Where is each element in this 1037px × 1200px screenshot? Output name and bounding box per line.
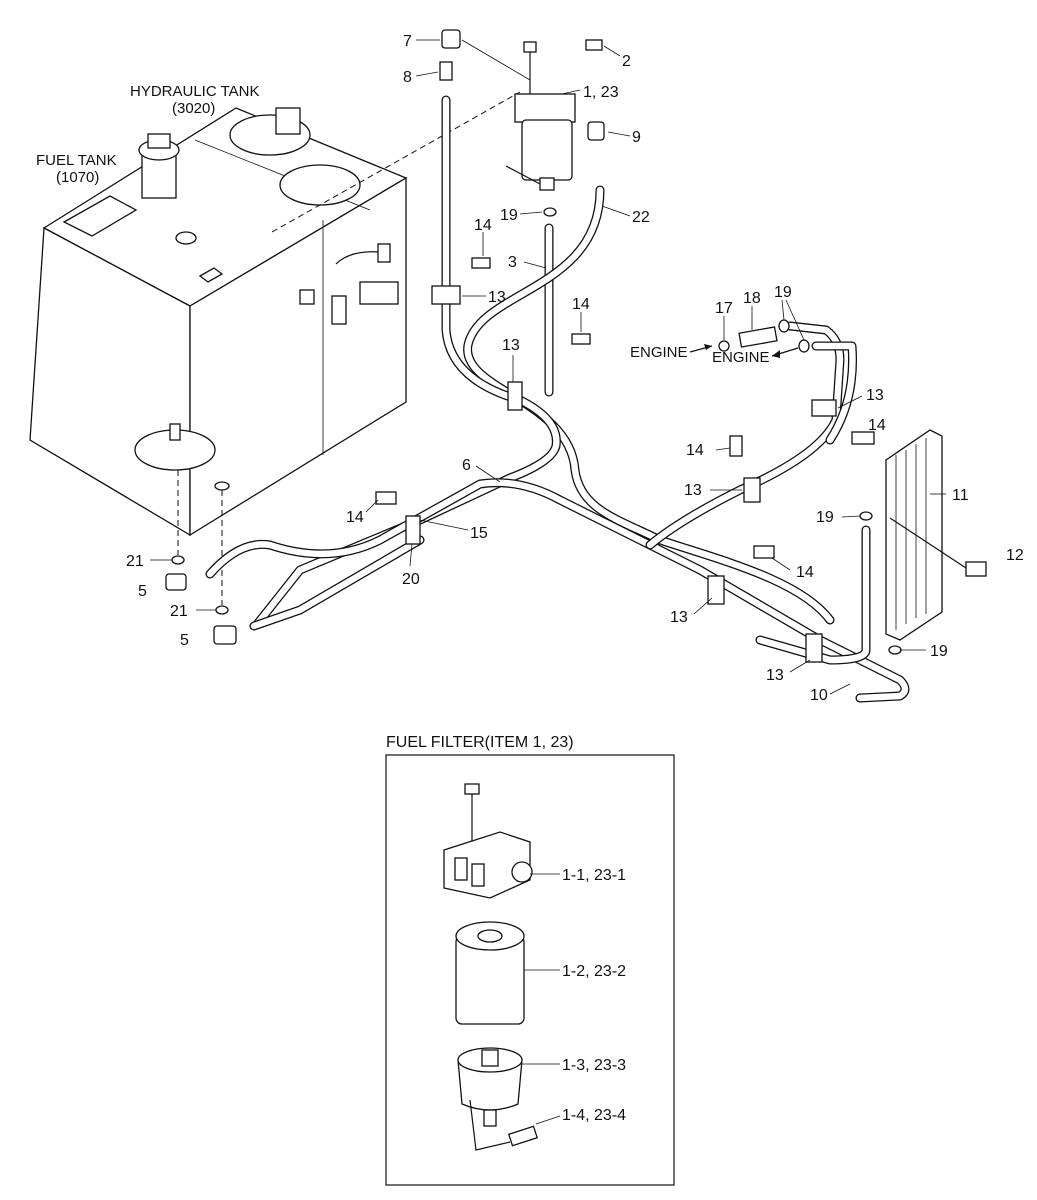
callout-1-23: 1, 23 — [583, 84, 619, 101]
callout-2: 2 — [622, 53, 631, 70]
callout-3: 3 — [508, 254, 517, 271]
callout-11: 11 — [952, 487, 969, 504]
callout-numbers: 7 8 2 1, 23 9 19 22 14 3 13 14 13 17 18 … — [126, 33, 1024, 704]
detail-title: FUEL FILTER(ITEM 1, 23) — [386, 734, 574, 751]
engine-label-right: ENGINE — [712, 349, 770, 366]
callout-18: 18 — [743, 290, 761, 307]
callout-15: 15 — [470, 525, 488, 542]
callout-13-e: 13 — [670, 609, 688, 626]
callout-19-top: 19 — [500, 207, 518, 224]
callout-5-a: 5 — [138, 583, 147, 600]
detail-label-sensor: 1-4, 23-4 — [562, 1107, 626, 1124]
fuel-tank-code: (1070) — [56, 169, 99, 186]
callout-10: 10 — [810, 687, 828, 704]
callout-14-b: 14 — [572, 296, 590, 313]
tank-assembly — [29, 91, 521, 605]
detail-label-cartridge: 1-2, 23-2 — [562, 963, 626, 980]
engine-label-left: ENGINE — [630, 344, 688, 361]
detail-label-head: 1-1, 23-1 — [562, 867, 626, 884]
callout-14-e: 14 — [346, 509, 364, 526]
detail-label-bowl: 1-3, 23-3 — [562, 1057, 626, 1074]
fittings — [165, 29, 987, 663]
detail-frame — [385, 754, 675, 1186]
callout-20: 20 — [402, 571, 420, 588]
callout-5-b: 5 — [180, 632, 189, 649]
tank-labels: HYDRAULIC TANK (3020) FUEL TANK (1070) — [36, 83, 259, 186]
callout-12: 12 — [1006, 547, 1024, 564]
hydraulic-tank-code: (3020) — [172, 100, 215, 117]
callout-21-a: 21 — [126, 553, 144, 570]
callout-19-engine: 19 — [774, 284, 792, 301]
callout-21-b: 21 — [170, 603, 188, 620]
callout-leaders — [150, 39, 946, 695]
callout-14-a: 14 — [474, 217, 492, 234]
callout-13-d: 13 — [684, 482, 702, 499]
callout-17: 17 — [715, 300, 733, 317]
hydraulic-tank-name: HYDRAULIC TANK — [130, 83, 259, 100]
callout-7: 7 — [403, 33, 412, 50]
callout-13-a: 13 — [488, 289, 506, 306]
fuel-pipes — [205, 95, 910, 703]
callout-6: 6 — [462, 457, 471, 474]
callout-13-f: 13 — [766, 667, 784, 684]
callout-13-b: 13 — [502, 337, 520, 354]
fuel-filter-detail: FUEL FILTER(ITEM 1, 23) 1-1, 23-1 1-2, 2… — [385, 734, 675, 1186]
callout-14-f: 14 — [796, 564, 814, 581]
callout-8: 8 — [403, 69, 412, 86]
callout-13-c: 13 — [866, 387, 884, 404]
callout-19-bottom: 19 — [930, 643, 948, 660]
callout-22: 22 — [632, 209, 650, 226]
callout-9: 9 — [632, 129, 641, 146]
callout-14-d: 14 — [686, 442, 704, 459]
engine-labels: ENGINE ENGINE — [630, 344, 799, 366]
fuel-tank-name: FUEL TANK — [36, 152, 117, 169]
callout-14-c: 14 — [868, 417, 886, 434]
callout-19-cooler: 19 — [816, 509, 834, 526]
